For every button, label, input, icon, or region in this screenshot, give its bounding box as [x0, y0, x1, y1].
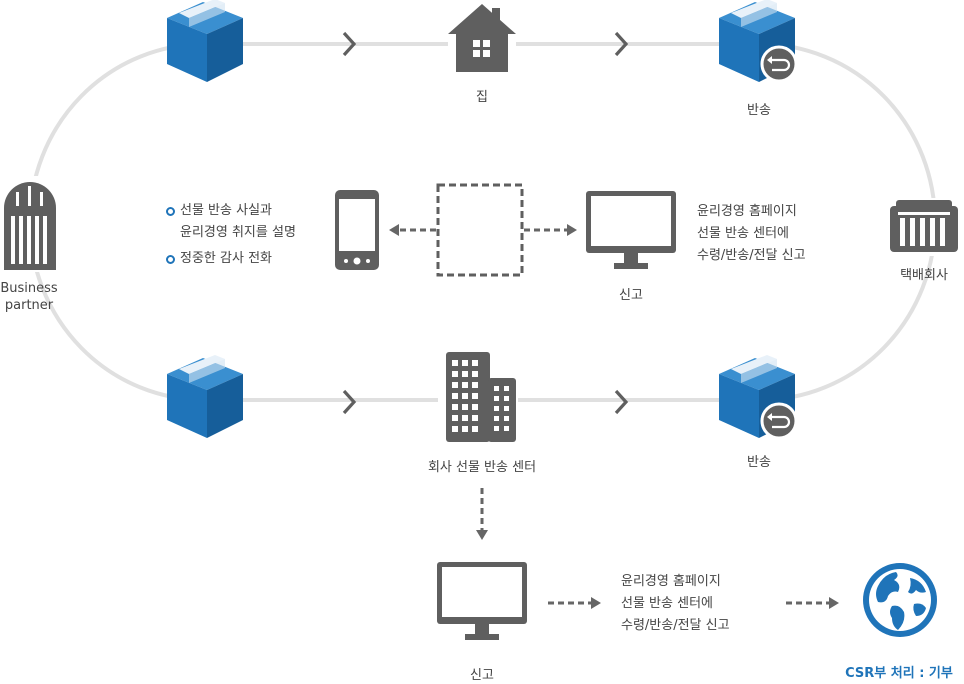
monitor-icon-mid — [586, 191, 676, 269]
return-badge-icon — [760, 402, 798, 440]
bullet-item: 정중한 감사 전화 — [166, 248, 296, 270]
dashed-arrow-right — [524, 224, 577, 236]
description-line: 선물 반송 센터에 — [697, 226, 789, 241]
csr-label: CSR부 처리 : 기부 — [845, 666, 953, 681]
return-badge-icon — [760, 45, 798, 83]
report-label-mid: 신고 — [619, 288, 643, 303]
box-icon-bottom-left — [167, 355, 243, 438]
globe-icon — [863, 563, 937, 637]
mid-report-description: 윤리경영 홈페이지 선물 반송 센터에 수령/반송/전달 신고 — [697, 201, 806, 267]
description-line: 선물 반송 센터에 — [621, 596, 713, 611]
partner-label-line2: partner — [4, 298, 54, 313]
home-label: 집 — [476, 90, 488, 105]
description-line: 윤리경영 홈페이지 — [621, 574, 721, 589]
dashed-arrow-right — [548, 597, 601, 609]
company-return-center-label: 회사 선물 반송 센터 — [427, 460, 537, 475]
description-line: 수령/반송/전달 신고 — [697, 248, 806, 263]
description-line: 수령/반송/전달 신고 — [621, 618, 730, 633]
company-center-building-icon — [438, 350, 518, 444]
box-icon-top-left — [167, 0, 243, 82]
business-partner-label: Business partner — [0, 280, 58, 314]
placeholder-box — [436, 183, 524, 277]
bullet-item: 선물 반송 사실과 윤리경영 취지를 설명 — [166, 200, 296, 244]
report-label-bottom: 신고 — [470, 668, 494, 683]
monitor-icon-bottom — [437, 562, 527, 640]
dashed-arrow-right — [786, 597, 839, 609]
bullet-line: 정중한 감사 전화 — [180, 251, 272, 266]
smartphone-icon — [335, 190, 379, 270]
phone-bullet-list: 선물 반송 사실과 윤리경영 취지를 설명 정중한 감사 전화 — [166, 200, 296, 270]
bullet-line: 선물 반송 사실과 — [180, 203, 272, 218]
business-partner-building-icon — [0, 176, 60, 272]
courier-company-label: 택배회사 — [900, 268, 948, 283]
return-label-bottom: 반송 — [747, 455, 771, 470]
bullet-line: 윤리경영 취지를 설명 — [180, 225, 296, 240]
return-label-top: 반송 — [747, 103, 771, 118]
bottom-report-description: 윤리경영 홈페이지 선물 반송 센터에 수령/반송/전달 신고 — [621, 571, 730, 637]
partner-label-line1: Business — [0, 281, 58, 296]
dashed-arrow-left — [389, 224, 436, 236]
courier-company-building-icon — [888, 198, 960, 256]
house-icon — [448, 2, 516, 72]
dashed-arrow-down — [476, 488, 488, 540]
description-line: 윤리경영 홈페이지 — [697, 204, 797, 219]
